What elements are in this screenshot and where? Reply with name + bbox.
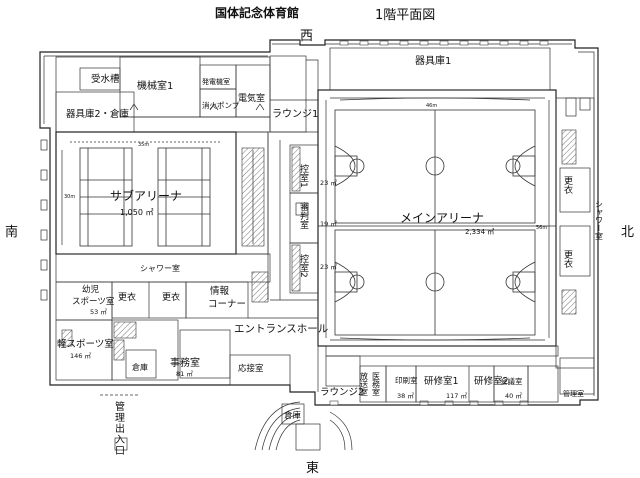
kids-sports-area: 53 ㎡ xyxy=(90,307,107,316)
management-entrance xyxy=(100,394,140,451)
info-corner-label-1: 情報 xyxy=(210,285,230,297)
waiting-room-1-area: 23 ㎡ xyxy=(320,178,337,187)
waiting-room-1-label: 控室1 xyxy=(298,163,309,188)
main-arena-label: メインアリーナ xyxy=(400,211,484,225)
referee-room-area: 19 ㎡ xyxy=(320,219,337,228)
main-arena-width: 46m xyxy=(426,103,437,109)
floor-title: 1階平面図 xyxy=(375,8,435,23)
changing-east-2-label: 更衣 xyxy=(562,250,573,269)
waiting-room-2-label: 控室2 xyxy=(298,253,309,278)
storage-1-label: 器具庫1 xyxy=(415,54,451,67)
mgmt-entrance-1: 管 xyxy=(115,400,125,413)
referee-room-label: 審判室 xyxy=(298,201,309,229)
compass-south: 南 xyxy=(5,224,18,240)
compass-west: 西 xyxy=(300,29,313,44)
training-room-2-label: 研修室2 xyxy=(474,375,509,387)
mgmt-entrance-5: 口 xyxy=(115,446,125,457)
south-row xyxy=(325,345,559,403)
storage-east-label: 倉庫 xyxy=(284,410,302,421)
mgmt-entrance-2: 理 xyxy=(115,412,125,424)
storage-small-label: 倉庫 xyxy=(132,362,148,372)
compass-north: 北 xyxy=(621,225,634,240)
sub-arena-width: 35m xyxy=(138,142,149,148)
main-arena-depth: 56m xyxy=(536,225,547,231)
shower-room-label: シャワー室 xyxy=(140,263,180,273)
management-room-label: 管理室 xyxy=(563,389,584,398)
info-corner-label-2: コーナー xyxy=(208,299,246,310)
sub-arena xyxy=(55,131,269,255)
plan-title: 国体記念体育館 xyxy=(215,5,299,20)
meeting-room-label: 会議室 xyxy=(500,376,523,386)
meeting-room-area: 40 ㎡ xyxy=(505,391,522,400)
main-arena-area: 2,334 ㎡ xyxy=(465,228,494,236)
entrance-stairs xyxy=(254,401,353,451)
west-pillars xyxy=(40,139,48,301)
broadcast-room-label: 放送室 xyxy=(360,371,369,396)
printing-room-label: 印刷室 xyxy=(395,375,418,385)
kids-sports-label-2: スポーツ室 xyxy=(72,296,115,307)
training-room-1-label: 研修室1 xyxy=(424,375,459,387)
storage-2-label: 器具庫2・倉庫 xyxy=(66,108,130,120)
medical-room-label: 医務室 xyxy=(372,372,381,396)
office-label: 事務室 xyxy=(170,356,200,369)
main-arena xyxy=(317,47,557,347)
water-tank-label: 受水槽 xyxy=(91,73,120,85)
changing-east-1-label: 更衣 xyxy=(562,176,573,195)
sub-arena-depth: 30m xyxy=(64,194,75,200)
entrance-area xyxy=(248,299,319,392)
lounge-1-area xyxy=(269,55,319,133)
training-room-area: 117 ㎡ xyxy=(446,391,467,400)
kids-sports-label-1: 幼児 xyxy=(82,284,100,295)
shower-east-label: シャワー室 xyxy=(595,200,604,240)
building-outline xyxy=(39,39,599,406)
lounge-2-label: ラウンジ2 xyxy=(320,387,364,398)
printing-room-area: 38 ㎡ xyxy=(397,391,414,400)
central-rooms xyxy=(267,132,319,300)
fire-pump-label: 消火ポンプ xyxy=(202,100,240,110)
east-wing xyxy=(555,97,595,395)
mgmt-entrance-4: 入 xyxy=(115,435,125,446)
light-sports-area: 146 ㎡ xyxy=(70,351,91,360)
lounge-1-label: ラウンジ1 xyxy=(272,108,318,120)
machine-room-1-label: 機械室1 xyxy=(137,79,173,92)
light-sports-label: 軽スポーツ室 xyxy=(57,338,114,350)
generator-label: 発電機室 xyxy=(202,77,230,86)
electric-room-label: 電気室 xyxy=(238,92,265,104)
entrance-hall-label: エントランスホール xyxy=(234,323,328,335)
compass-east: 東 xyxy=(306,460,319,476)
mgmt-entrance-3: 出 xyxy=(115,422,125,435)
changing-2-label: 更衣 xyxy=(162,291,180,303)
sub-arena-label: サブアリーナ xyxy=(110,188,182,203)
office-area: 81 ㎡ xyxy=(176,369,193,378)
changing-1-label: 更衣 xyxy=(118,291,136,303)
southwest-block xyxy=(55,253,291,386)
waiting-room-2-area: 23 ㎡ xyxy=(320,262,337,271)
reception-label: 応接室 xyxy=(238,363,264,374)
sub-arena-area: 1,050 ㎡ xyxy=(120,208,153,217)
